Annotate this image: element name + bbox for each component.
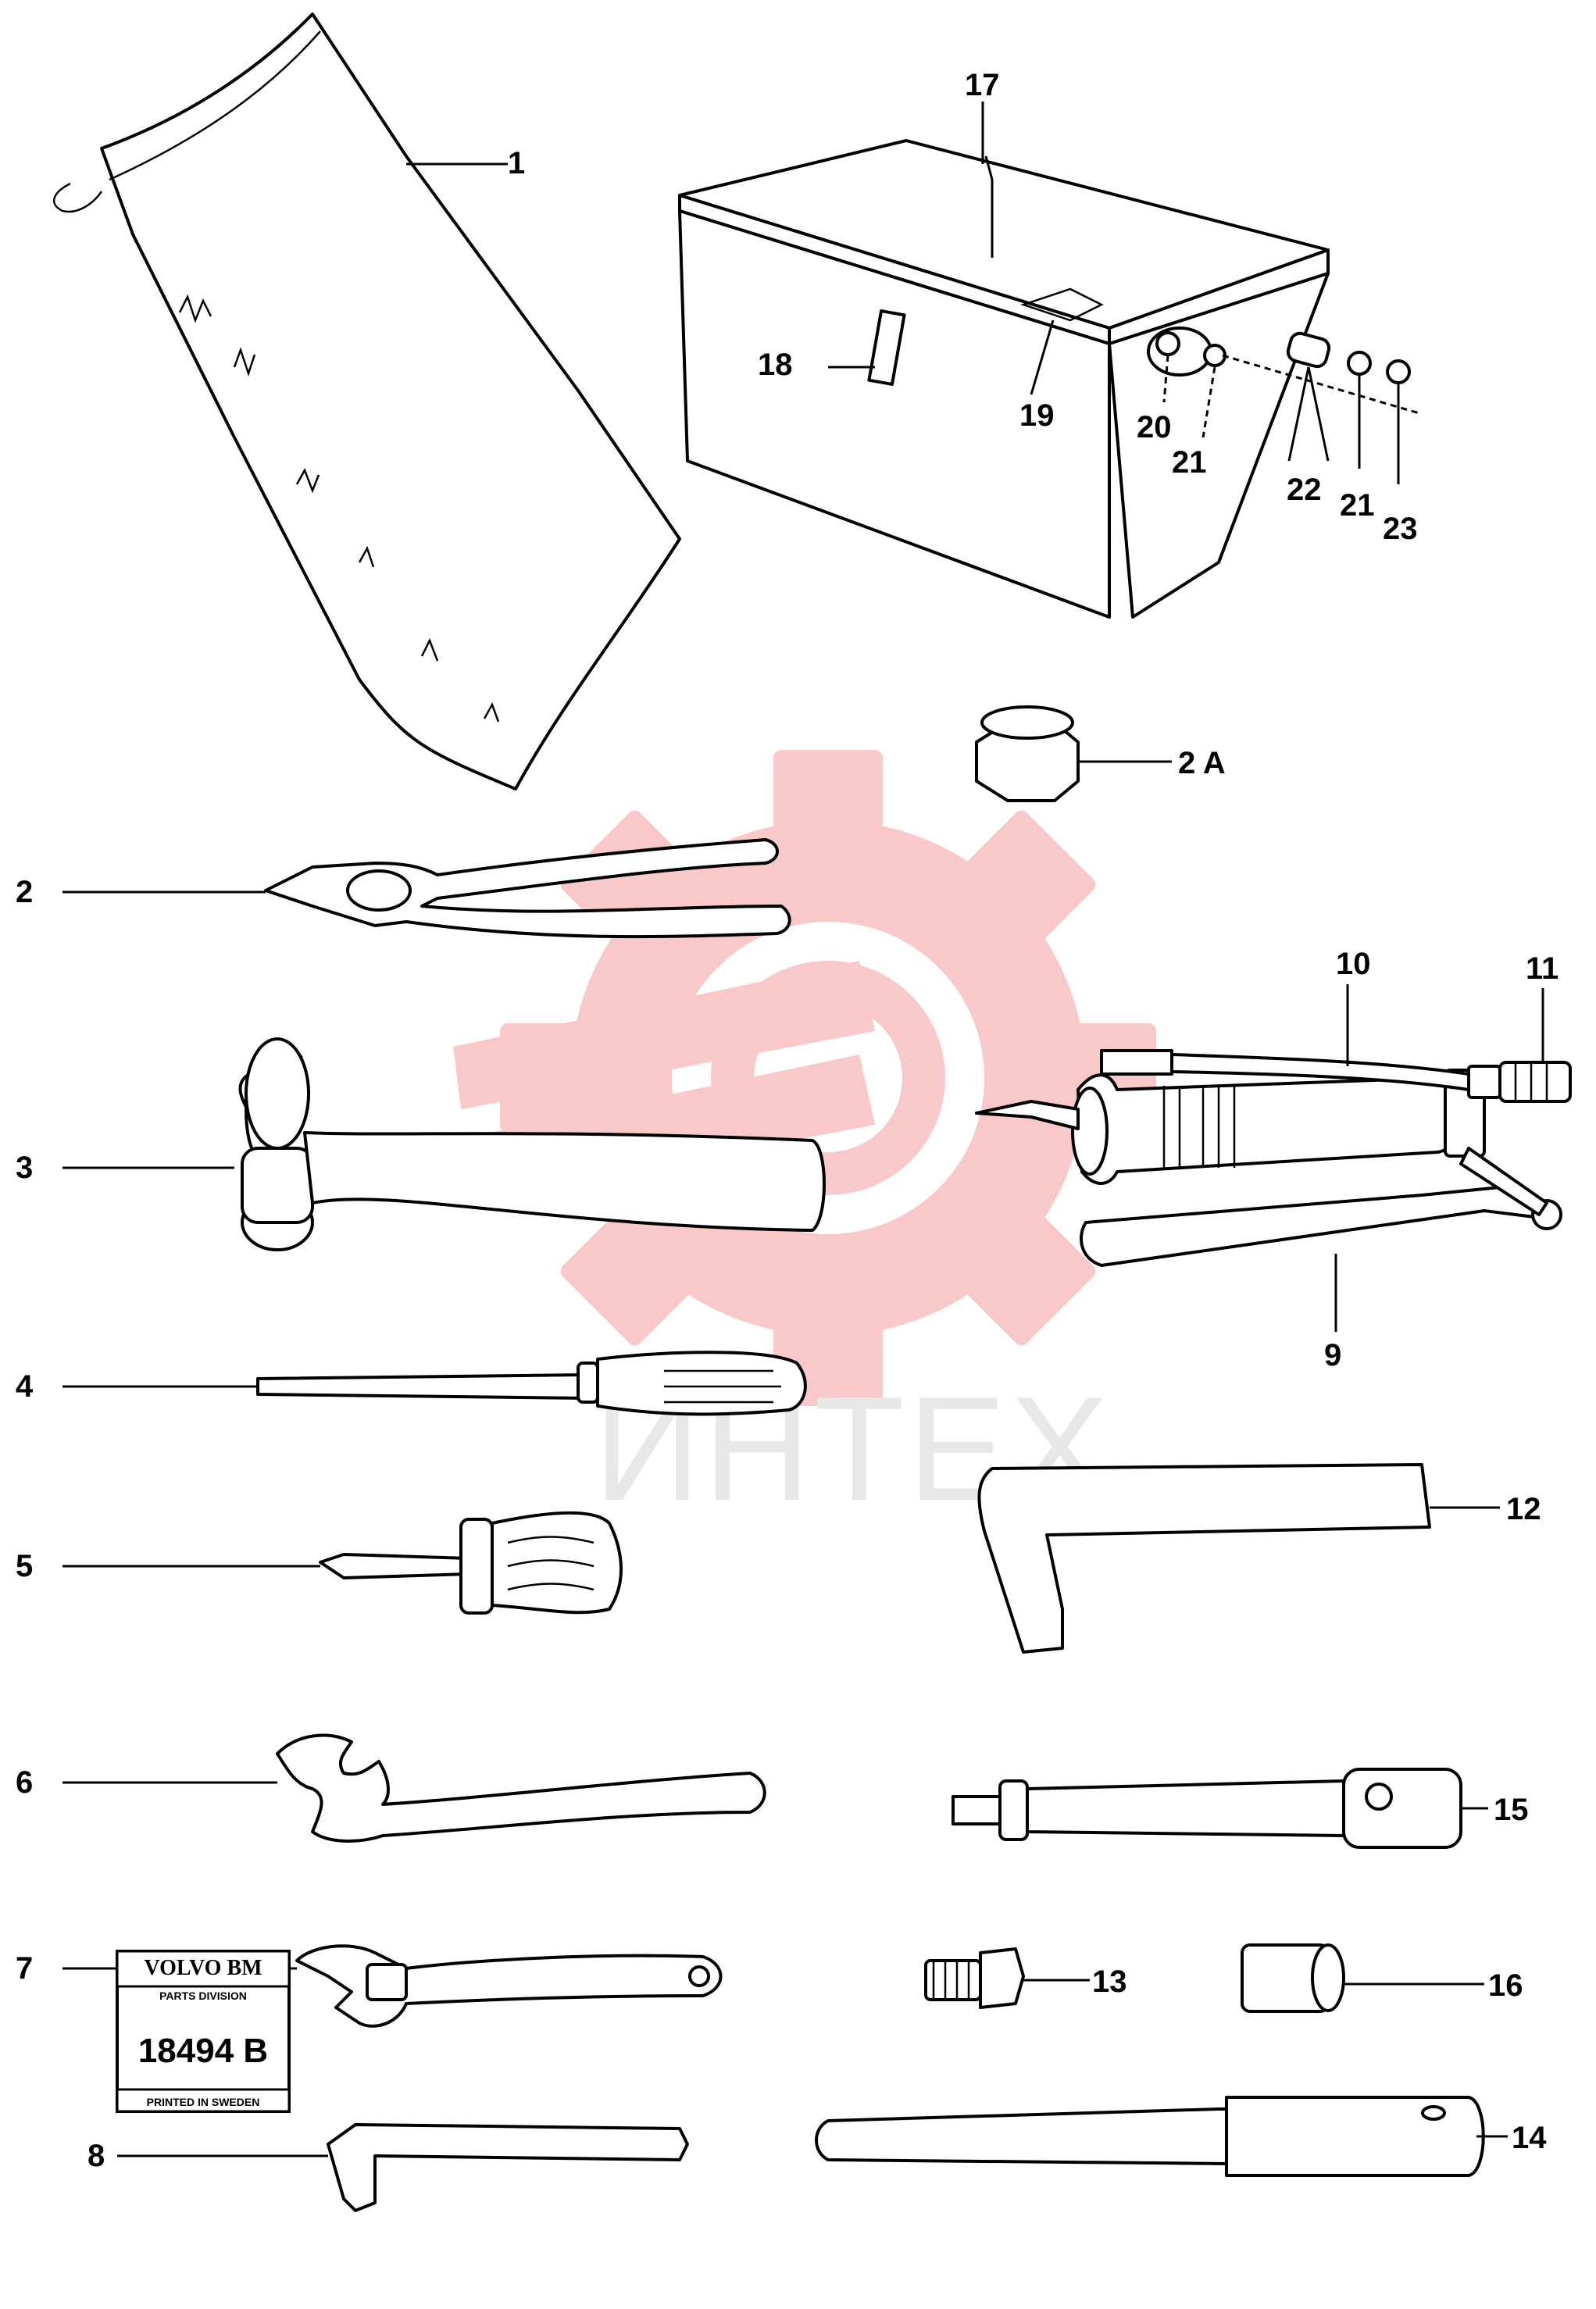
item-11-grease-coupler xyxy=(1467,988,1572,1103)
plate-division: PARTS DIVISION xyxy=(159,1990,247,2002)
callout-2: 2 xyxy=(16,875,33,909)
callout-4: 4 xyxy=(16,1369,34,1404)
callout-12: 12 xyxy=(1506,1492,1541,1526)
item-16-socket xyxy=(1241,1943,1484,2013)
plate-printed: PRINTED IN SWEDEN xyxy=(147,2096,260,2108)
box-latch-hardware xyxy=(828,319,1423,484)
callout-15: 15 xyxy=(1494,1793,1529,1827)
callout-23: 23 xyxy=(1383,512,1418,546)
plate-brand: VOLVO BM xyxy=(144,1956,262,1980)
item-13-grease-nipple xyxy=(924,1947,1090,2009)
plate-number: 18494 B xyxy=(138,2032,268,2070)
callout-2a: 2 A xyxy=(1178,746,1226,780)
callout-6: 6 xyxy=(16,1765,33,1800)
callout-9: 9 xyxy=(1324,1338,1341,1372)
item-12-l-bar xyxy=(977,1463,1500,1654)
callout-18: 18 xyxy=(758,348,793,382)
callout-5: 5 xyxy=(16,1549,33,1583)
item-3-hammer xyxy=(62,1037,826,1251)
item-14-tommy-bar xyxy=(815,2096,1508,2177)
callout-8: 8 xyxy=(87,2139,105,2173)
parts-division-plate: VOLVO BM PARTS DIVISION 18494 B PRINTED … xyxy=(116,1950,291,2113)
callout-22: 22 xyxy=(1287,473,1322,507)
item-2-pliers xyxy=(62,838,791,939)
callout-13: 13 xyxy=(1092,1965,1127,1999)
callout-3: 3 xyxy=(16,1151,33,1185)
callout-19: 19 xyxy=(1019,398,1055,433)
item-4-screwdriver xyxy=(62,1351,807,1416)
item-10-grease-hose xyxy=(1100,984,1470,1091)
callout-11: 11 xyxy=(1526,951,1559,986)
item-17-tool-box xyxy=(678,139,1330,619)
item-15-extension-bar xyxy=(952,1768,1488,1849)
callout-21-a: 21 xyxy=(1172,445,1207,480)
callout-10: 10 xyxy=(1336,947,1371,981)
callout-14: 14 xyxy=(1512,2121,1547,2155)
callout-7: 7 xyxy=(16,1951,33,1986)
callout-16: 16 xyxy=(1488,1968,1523,2003)
callout-1: 1 xyxy=(508,146,525,180)
item-2a-cap-nut xyxy=(975,705,1172,802)
callout-17: 17 xyxy=(965,68,1000,102)
item-9-grease-gun xyxy=(975,1069,1562,1332)
callout-20: 20 xyxy=(1137,410,1172,444)
item-6-open-end-wrench xyxy=(62,1733,766,1843)
item-8-hex-key xyxy=(117,2123,689,2212)
item-5-stubby-screwdriver xyxy=(62,1511,623,1615)
item-1-tool-bag xyxy=(52,12,681,790)
callout-21-b: 21 xyxy=(1340,488,1375,523)
